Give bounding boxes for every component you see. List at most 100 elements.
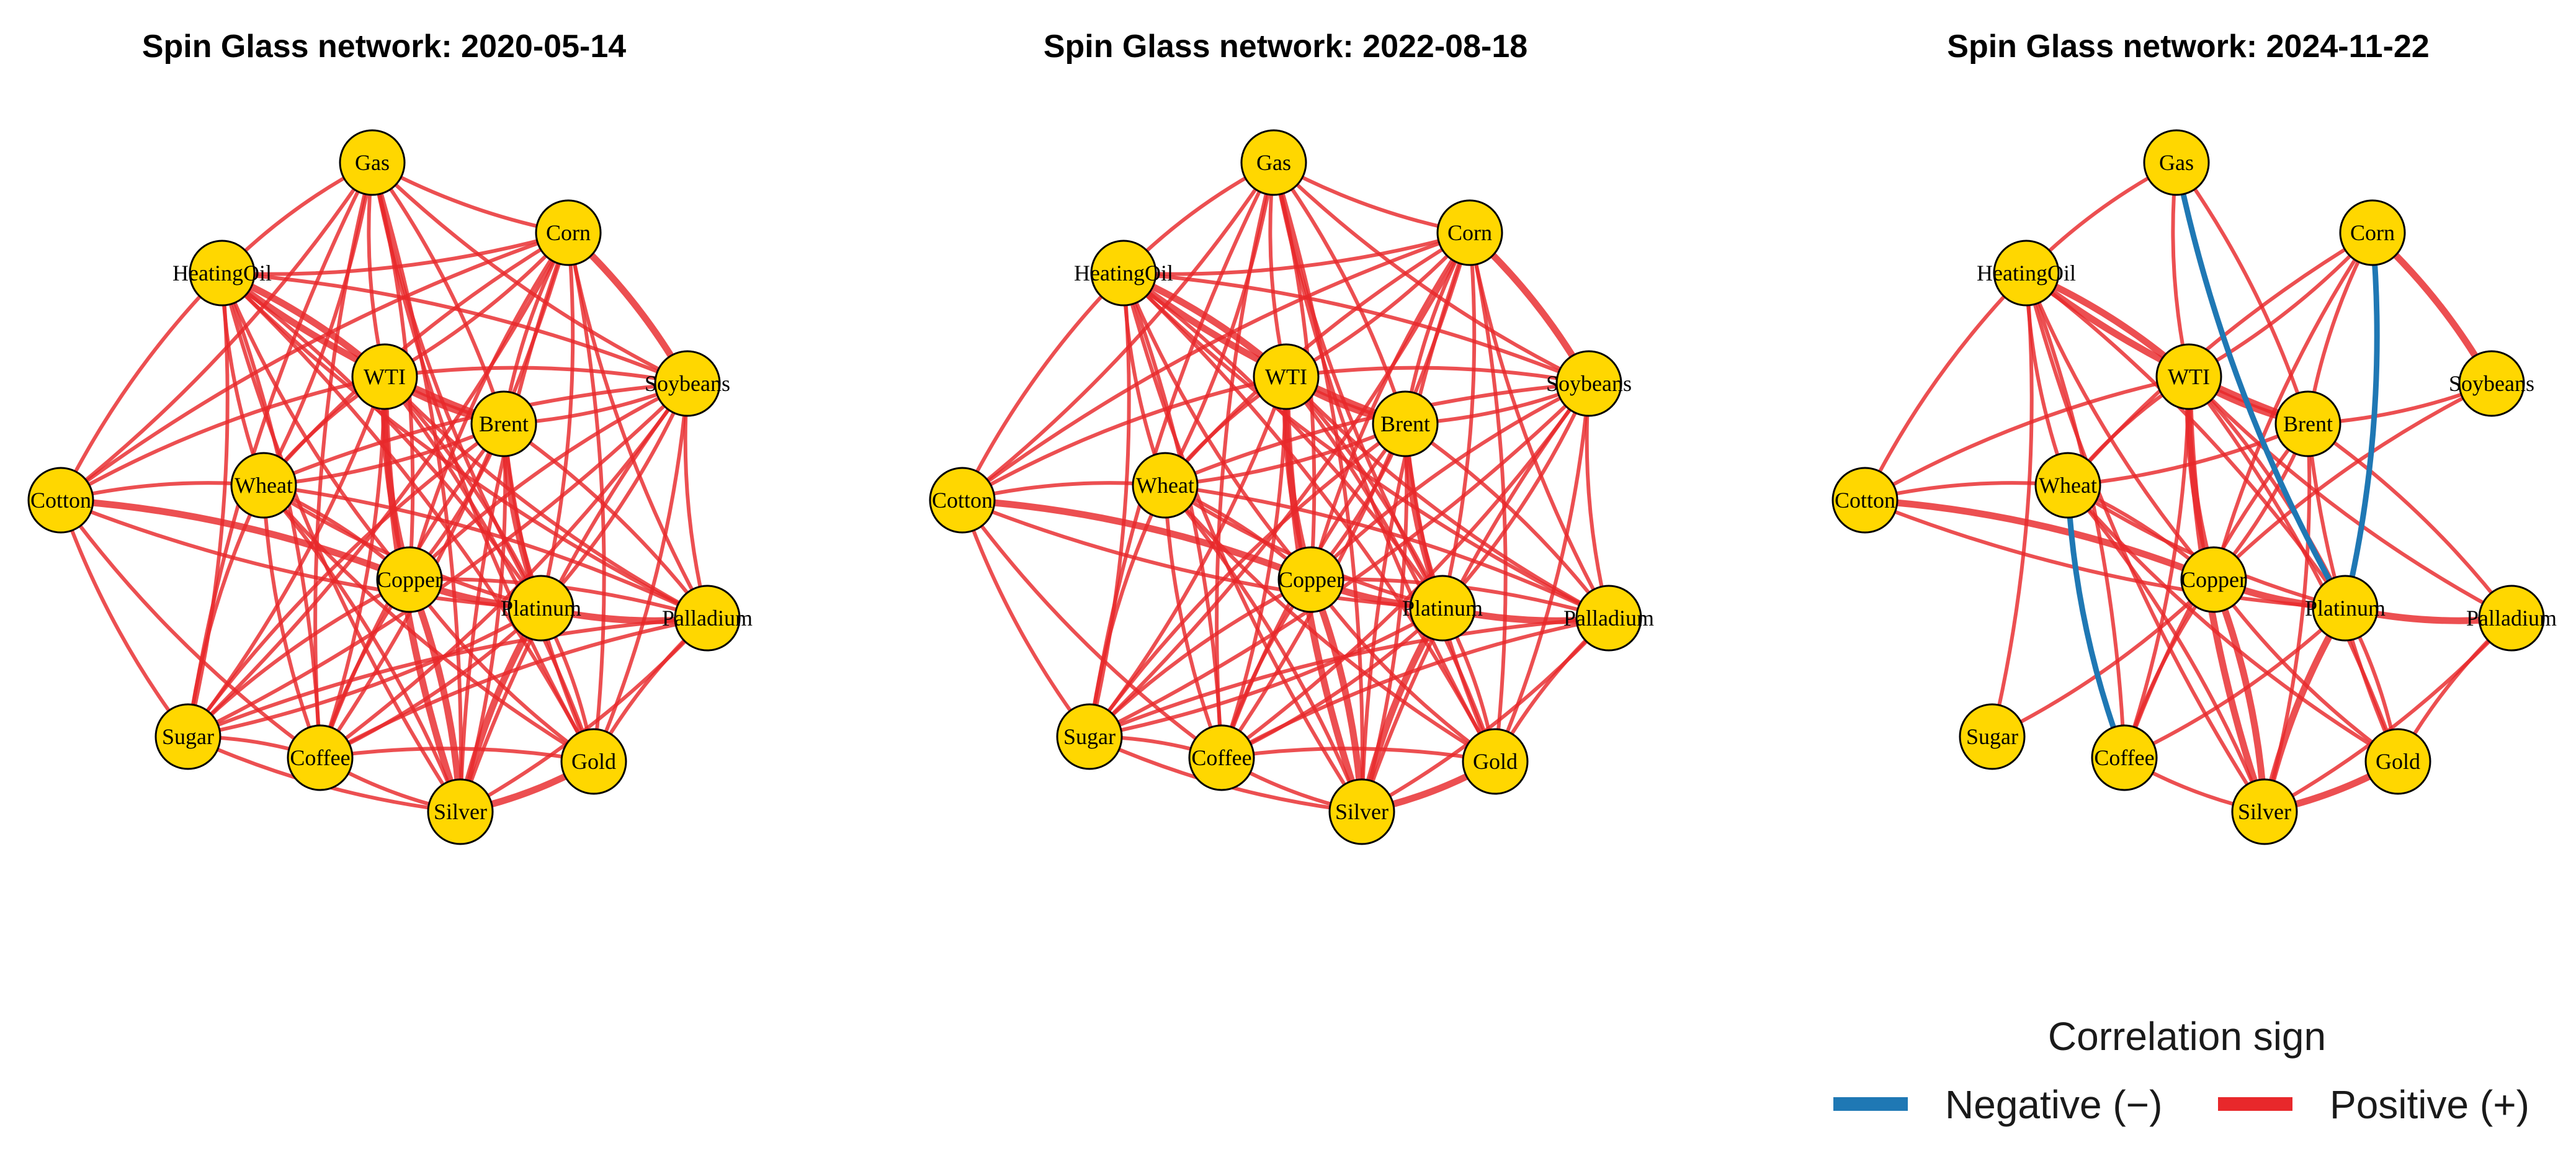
node-coffee — [2091, 724, 2158, 791]
node-label-palladium: Palladium — [2466, 606, 2557, 631]
edge-heatingoil-cotton — [960, 271, 1125, 502]
edge-heatingoil-copper — [2024, 271, 2216, 581]
edge-corn-copper — [408, 231, 570, 581]
node-platinum — [508, 575, 575, 642]
edge-wheat-gold — [262, 483, 596, 763]
edge-coffee-gold — [1220, 747, 1497, 763]
edges — [57, 161, 711, 815]
edges — [1861, 159, 2515, 815]
edge-corn-platinum — [1441, 231, 1477, 610]
node-brent — [2274, 390, 2341, 457]
edge-soybeans-gold — [1493, 382, 1591, 763]
node-label-coffee: Coffee — [290, 745, 350, 770]
node-corn — [535, 199, 602, 266]
node-label-silver: Silver — [1335, 799, 1389, 824]
panel-title: Spin Glass network: 2024-11-22 — [1947, 29, 2429, 65]
edge-heatingoil-silver — [2024, 271, 2266, 814]
node-label-copper: Copper — [377, 567, 442, 592]
edge-heatingoil-coffee — [220, 271, 322, 760]
edge-soybeans-gold — [592, 382, 689, 763]
node-coffee — [287, 724, 354, 791]
edge-wheat-palladium — [1163, 483, 1611, 620]
node-label-heatingoil: HeatingOil — [172, 261, 272, 285]
edge-soybeans-platinum — [539, 382, 689, 610]
node-gas — [339, 129, 406, 196]
node-label-coffee: Coffee — [2094, 745, 2154, 770]
node-corn — [2339, 199, 2406, 266]
edge-corn-palladium — [566, 231, 709, 620]
node-label-sugar: Sugar — [1063, 724, 1116, 749]
node-platinum — [1409, 575, 1476, 642]
edge-coffee-gold — [318, 747, 596, 763]
edge-heatingoil-coffee — [2024, 271, 2126, 760]
node-brent — [1372, 390, 1439, 457]
edge-brent-palladium — [1403, 422, 1611, 620]
node-heatingoil — [1993, 240, 2060, 307]
node-label-soybeans: Soybeans — [645, 371, 730, 396]
edge-corn-wti — [2187, 231, 2374, 379]
node-sugar — [1959, 703, 2026, 770]
node-label-palladium: Palladium — [662, 606, 753, 631]
edge-corn-cotton — [59, 231, 570, 502]
edge-cotton-copper — [57, 496, 413, 583]
edge-wheat-coffee — [2065, 482, 2127, 761]
node-wheat — [230, 452, 297, 519]
node-silver — [1328, 778, 1395, 845]
edge-cotton-coffee — [59, 498, 322, 760]
edge-wti-cotton — [960, 375, 1288, 502]
edge-corn-palladium — [1468, 231, 1611, 620]
edge-wti-soybeans — [1284, 366, 1591, 385]
node-label-soybeans: Soybeans — [1546, 371, 1632, 396]
edge-brent-palladium — [502, 422, 709, 620]
edge-brent-palladium — [2306, 422, 2513, 620]
node-label-copper: Copper — [1278, 567, 1344, 592]
edge-platinum-sugar — [186, 606, 543, 738]
legend-swatch-positive — [2218, 1097, 2292, 1111]
node-cotton — [1831, 467, 1898, 534]
edge-heatingoil-soybeans — [1122, 271, 1591, 385]
edge-corn-platinum — [2342, 230, 2380, 611]
node-gold — [1462, 728, 1529, 795]
edge-gas-wheat — [262, 161, 374, 487]
edge-cotton-copper — [959, 496, 1315, 583]
node-label-gold: Gold — [571, 749, 616, 774]
node-label-platinum: Platinum — [2305, 596, 2386, 621]
node-label-cotton: Cotton — [1835, 488, 1895, 513]
node-label-gold: Gold — [1473, 749, 1518, 774]
edge-soybeans-copper — [1309, 382, 1591, 581]
edge-copper-gold — [2212, 578, 2400, 763]
edge-gas-soybeans — [1272, 161, 1591, 385]
legend-title: Correlation sign — [2048, 1014, 2326, 1059]
node-copper — [1277, 546, 1344, 613]
edge-cotton-copper — [1861, 496, 2217, 583]
node-coffee — [1188, 724, 1255, 791]
edge-heatingoil-cotton — [59, 271, 224, 502]
edge-wheat-silver — [2066, 483, 2266, 814]
legend: Correlation sign Negative (−) Positive (… — [1833, 1014, 2529, 1127]
node-label-gas: Gas — [2159, 150, 2194, 175]
edge-wti-coffee — [1220, 375, 1288, 760]
node-copper — [376, 546, 443, 613]
node-label-gold: Gold — [2376, 749, 2420, 774]
node-soybeans — [654, 350, 721, 417]
node-gas — [2143, 129, 2210, 196]
node-palladium — [1575, 585, 1642, 652]
node-silver — [427, 778, 494, 845]
edge-heatingoil-silver — [1122, 271, 1364, 814]
node-gold — [560, 728, 627, 795]
edge-corn-heatingoil — [220, 231, 570, 276]
edge-heatingoil-sugar — [1088, 271, 1131, 738]
node-sugar — [1056, 703, 1123, 770]
node-label-corn: Corn — [546, 220, 591, 245]
node-label-wti: WTI — [2168, 364, 2210, 389]
legend-swatch-negative — [1833, 1097, 1908, 1111]
node-cotton — [929, 467, 996, 534]
node-wti — [1253, 343, 1320, 410]
node-label-wheat: Wheat — [2039, 473, 2097, 498]
node-label-wheat: Wheat — [1136, 473, 1194, 498]
node-label-corn: Corn — [2350, 220, 2395, 245]
node-label-brent: Brent — [479, 411, 529, 436]
